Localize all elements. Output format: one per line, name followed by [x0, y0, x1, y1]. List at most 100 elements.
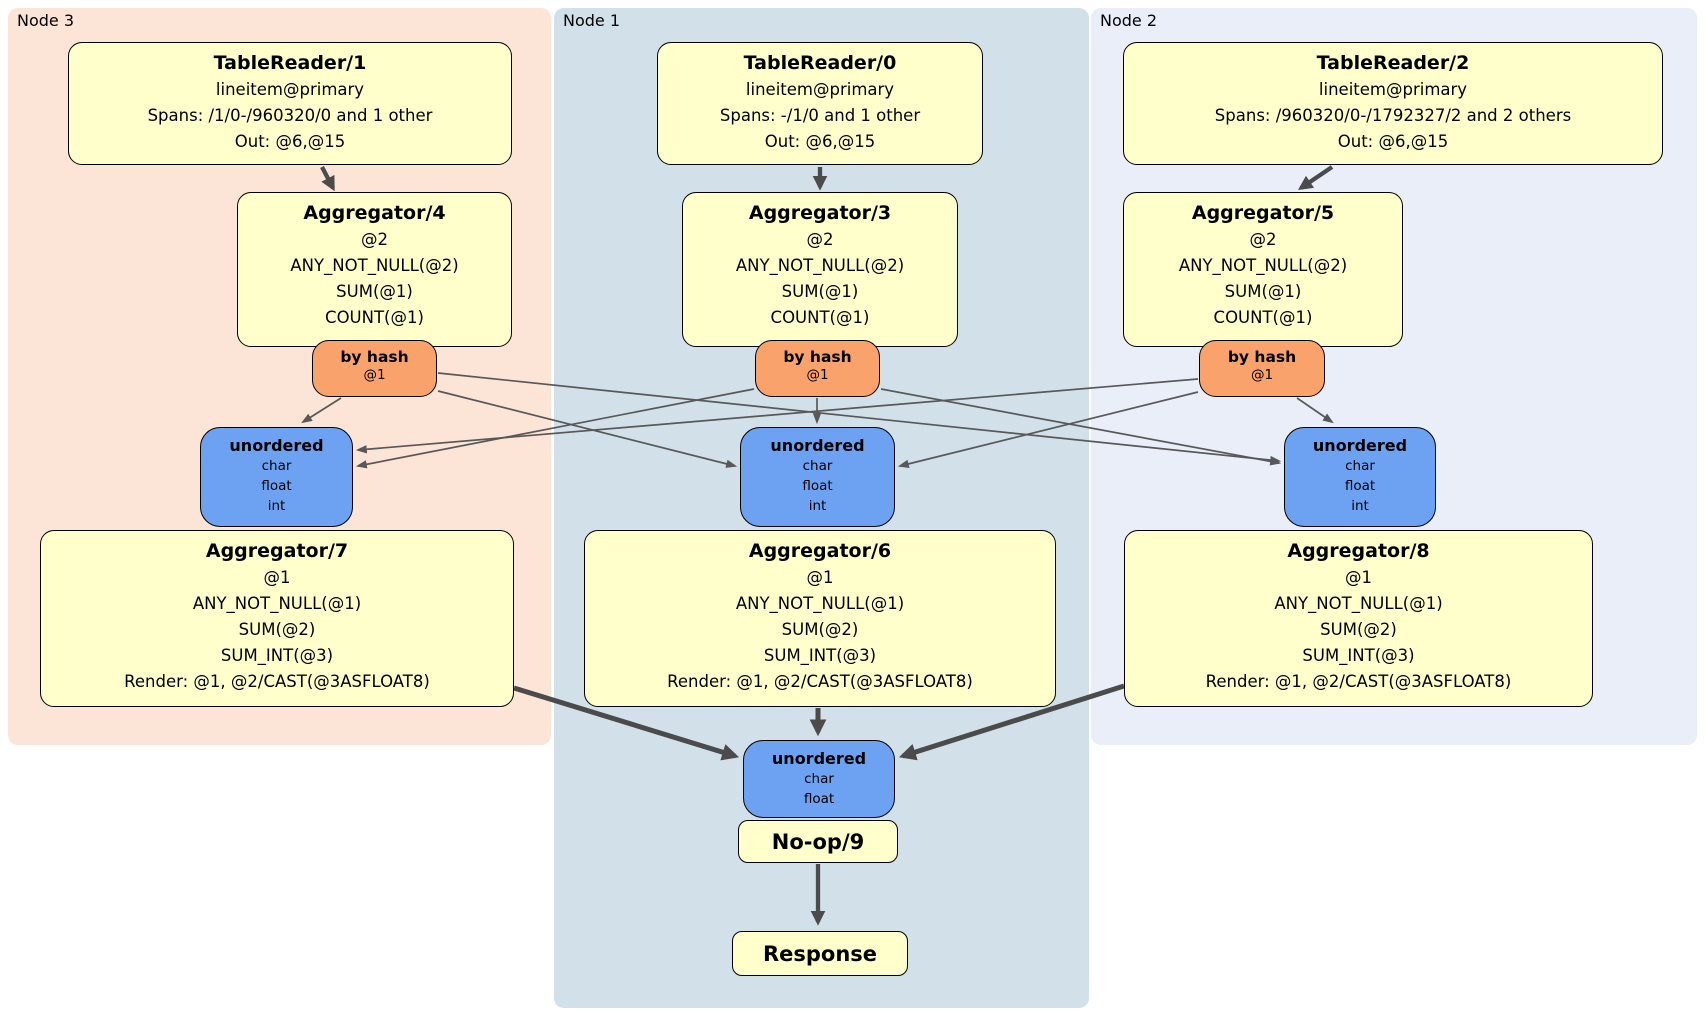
box-line: Render: @1, @2/CAST(@3ASFLOAT8): [124, 672, 430, 691]
box-line: Out: @6,@15: [1337, 132, 1449, 151]
box-line: ANY_NOT_NULL(@1): [192, 594, 362, 613]
edge-hashrouter1-unordered2: [880, 388, 1282, 466]
box-line: SUM(@2): [781, 620, 859, 639]
stream-col: float: [261, 478, 292, 494]
box-line: Render: @1, @2/CAST(@3ASFLOAT8): [1205, 672, 1512, 691]
box-line: @2: [806, 230, 834, 249]
edge-aggregator8-unordered-final: [898, 683, 1125, 761]
box-line: @1: [263, 568, 291, 587]
box-line: Spans: /960320/0-/1792327/2 and 2 others: [1214, 106, 1572, 125]
box-line: ANY_NOT_NULL(@1): [735, 594, 905, 613]
box-line: SUM(@2): [238, 620, 316, 639]
stream-title: unordered: [1312, 436, 1408, 455]
box-line: SUM_INT(@3): [220, 646, 334, 665]
aggregator-6-node: Aggregator/6 @1 ANY_NOT_NULL(@1) SUM(@2)…: [584, 530, 1056, 707]
router-title: by hash: [783, 348, 852, 366]
tablereader-0-node: TableReader/0 lineitem@primary Spans: -/…: [657, 42, 983, 165]
box-line: Render: @1, @2/CAST(@3ASFLOAT8): [667, 672, 973, 691]
aggregator-3-node: Aggregator/3 @2 ANY_NOT_NULL(@2) SUM(@1)…: [682, 192, 958, 347]
hash-router-node2: by hash @1: [1199, 340, 1325, 397]
box-line: SUM(@1): [336, 282, 413, 301]
box-line: SUM(@2): [1320, 620, 1397, 639]
box-line: lineitem@primary: [745, 80, 895, 99]
response-node: Response: [732, 931, 908, 976]
box-line: ANY_NOT_NULL(@2): [1178, 256, 1348, 275]
edge-hashrouter2-unordered3: [355, 378, 1199, 454]
edge-hashrouter3-unordered2: [437, 372, 1282, 465]
box-title: Aggregator/4: [303, 202, 446, 224]
box-line: SUM(@1): [1224, 282, 1302, 301]
box-title: Aggregator/8: [1287, 540, 1430, 562]
stream-title: unordered: [770, 436, 865, 455]
panel-label-node3: Node 3: [17, 11, 75, 30]
box-line: COUNT(@1): [325, 308, 424, 327]
box-line: @2: [1249, 230, 1277, 249]
stream-col: float: [803, 791, 835, 807]
edge-hashrouter3-unordered3: [301, 397, 342, 424]
box-line: lineitem@primary: [1318, 80, 1468, 99]
panel-label-node1: Node 1: [563, 11, 621, 30]
router-arg: @1: [806, 367, 829, 383]
stream-col: int: [808, 498, 827, 514]
unordered-stream-node3: unordered char float int: [200, 427, 353, 527]
aggregator-4-node: Aggregator/4 @2 ANY_NOT_NULL(@2) SUM(@1)…: [237, 192, 512, 347]
box-line: ANY_NOT_NULL(@2): [735, 256, 905, 275]
stream-title: unordered: [771, 749, 867, 768]
aggregator-8-node: Aggregator/8 @1 ANY_NOT_NULL(@1) SUM(@2)…: [1124, 530, 1593, 707]
stream-col: float: [802, 478, 833, 494]
edge-hashrouter3-unordered1: [437, 390, 738, 468]
edge-tablereader1-aggregator4: [320, 166, 335, 192]
box-line: COUNT(@1): [770, 308, 870, 327]
aggregator-7-node: Aggregator/7 @1 ANY_NOT_NULL(@1) SUM(@2)…: [40, 530, 514, 707]
box-line: @2: [361, 230, 388, 249]
edge-hashrouter2-unordered1: [897, 391, 1199, 468]
box-line: ANY_NOT_NULL(@2): [290, 256, 459, 275]
box-title: Response: [762, 941, 878, 966]
box-line: SUM_INT(@3): [763, 646, 877, 665]
box-line: SUM_INT(@3): [1302, 646, 1415, 665]
unordered-stream-node1: unordered char float int: [740, 427, 895, 527]
box-line: Out: @6,@15: [234, 132, 346, 151]
edge-tablereader2-aggregator5: [1297, 165, 1334, 191]
box-title: TableReader/2: [1316, 52, 1470, 74]
box-title: TableReader/0: [743, 52, 897, 74]
noop-9-node: No-op/9: [738, 820, 898, 863]
hash-router-node3: by hash @1: [312, 340, 437, 397]
unordered-stream-node2: unordered char float int: [1284, 427, 1436, 527]
stream-col: char: [802, 458, 833, 474]
panel-label-node2: Node 2: [1100, 11, 1158, 30]
box-title: Aggregator/3: [748, 202, 892, 224]
hash-router-node1: by hash @1: [755, 340, 880, 397]
tablereader-1-node: TableReader/1 lineitem@primary Spans: /1…: [68, 42, 512, 165]
stream-title: unordered: [229, 436, 324, 455]
box-line: SUM(@1): [781, 282, 859, 301]
box-line: Spans: /1/0-/960320/0 and 1 other: [147, 106, 433, 125]
router-title: by hash: [1227, 348, 1297, 366]
box-title: Aggregator/5: [1191, 202, 1335, 224]
stream-col: float: [1344, 478, 1376, 494]
stream-col: int: [267, 498, 286, 514]
edge-hashrouter1-unordered3: [355, 388, 755, 469]
router-title: by hash: [340, 348, 409, 366]
box-title: TableReader/1: [213, 52, 367, 74]
box-line: ANY_NOT_NULL(@1): [1274, 594, 1443, 613]
box-title: Aggregator/7: [205, 540, 349, 562]
tablereader-2-node: TableReader/2 lineitem@primary Spans: /9…: [1123, 42, 1663, 165]
box-line: Spans: -/1/0 and 1 other: [719, 106, 921, 125]
aggregator-5-node: Aggregator/5 @2 ANY_NOT_NULL(@2) SUM(@1)…: [1123, 192, 1403, 347]
box-line: lineitem@primary: [215, 80, 365, 99]
edge-hashrouter2-unordered2: [1296, 397, 1334, 424]
box-title: Aggregator/6: [748, 540, 892, 562]
stream-col: char: [804, 771, 834, 787]
router-arg: @1: [363, 367, 386, 383]
box-title: No-op/9: [771, 829, 865, 854]
stream-col: char: [1345, 458, 1375, 474]
box-line: COUNT(@1): [1213, 308, 1313, 327]
router-arg: @1: [1250, 367, 1274, 383]
edge-aggregator7-unordered-final: [513, 685, 740, 761]
box-line: @1: [1345, 568, 1372, 587]
stream-col: int: [1351, 498, 1369, 514]
unordered-stream-final: unordered char float: [743, 740, 895, 818]
